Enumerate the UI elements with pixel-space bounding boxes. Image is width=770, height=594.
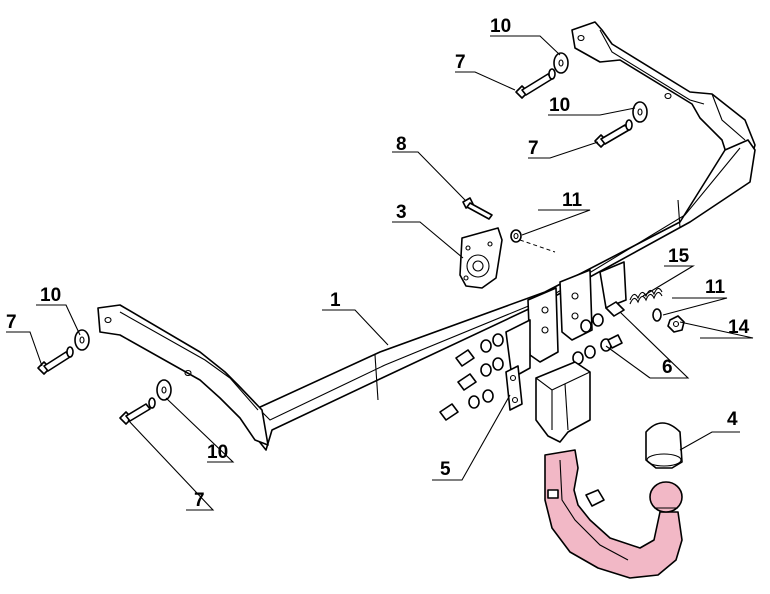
label-5: 5: [440, 459, 451, 480]
socket-washer: [510, 229, 522, 243]
detachable-neck: [544, 449, 683, 579]
beam-mounting-plates: [505, 261, 627, 379]
label-4: 4: [727, 409, 738, 430]
label-7-top: 7: [455, 52, 466, 73]
nut-part: [667, 315, 685, 333]
receiver-block: [535, 361, 591, 443]
socket-plate: [459, 227, 503, 289]
bolt-cluster-right: [572, 301, 625, 365]
label-7-mid: 7: [528, 138, 539, 159]
label-15: 15: [668, 246, 690, 267]
socket-axis-line: [519, 239, 556, 253]
label-11-right: 11: [705, 277, 726, 298]
label-3: 3: [396, 202, 407, 223]
leader-lines: [6, 35, 754, 511]
washer-part: [652, 308, 662, 322]
socket-bolt: [462, 197, 493, 220]
label-6: 6: [662, 357, 673, 378]
label-14: 14: [728, 317, 750, 338]
label-7-left: 7: [6, 312, 17, 333]
label-10-left: 10: [40, 285, 61, 306]
fastener-set-mid: [594, 101, 648, 148]
label-10-mid: 10: [549, 95, 570, 116]
part-labels: 10 7 10 7 8 3 11 15 11 14 1 7 10 10 7 6 …: [6, 16, 750, 511]
label-11-top: 11: [562, 190, 583, 211]
label-10-top: 10: [490, 16, 511, 37]
label-7-bottom: 7: [194, 490, 205, 511]
tow-ball: [649, 481, 683, 513]
left-side-bracket: [97, 304, 269, 446]
label-1: 1: [330, 290, 341, 311]
label-10-bottom: 10: [207, 442, 228, 463]
fastener-set-top: [515, 52, 569, 99]
spring-part: [629, 287, 663, 305]
ball-cap: [645, 422, 683, 469]
bolt-cluster-center: [439, 333, 504, 421]
fastener-set-left: [37, 329, 90, 375]
label-8: 8: [396, 134, 407, 155]
fastener-set-bottom-left: [119, 379, 172, 425]
